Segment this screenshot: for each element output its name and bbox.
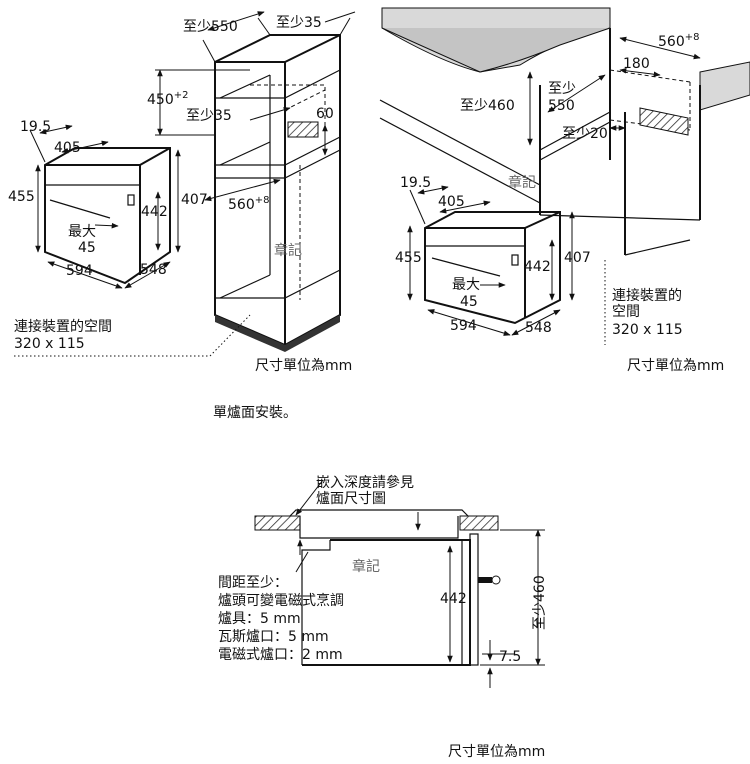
dim-7-5: 7.5 [499, 649, 521, 665]
oven-r-442: 442 [524, 259, 551, 275]
dim-min-460-section: 至少460 [532, 575, 548, 630]
worktop-right [459, 515, 499, 531]
oven-405: 405 [54, 140, 81, 156]
label-min-550-b: 550 [548, 98, 575, 114]
oven-max: 最大 [68, 224, 96, 240]
oven-r-45: 45 [460, 294, 478, 310]
gap-title: 間距至少： [218, 575, 288, 591]
gap-line-2: 爐具：5 mm [218, 611, 301, 627]
label-min-550-a: 至少 [548, 81, 576, 97]
oven-r-594: 594 [450, 318, 477, 334]
oven-407: 407 [181, 192, 208, 208]
unit-note-left: 尺寸單位為mm [255, 358, 352, 374]
gap-line-1: 爐頭可變電磁式烹調 [218, 592, 344, 609]
label-60: 60 [316, 106, 334, 122]
vent-hatch [287, 121, 319, 138]
caption-single-hob: 單爐面安裝。 [213, 405, 297, 421]
oven-right: 19.5 405 455 442 407 最大 45 594 548 [395, 175, 591, 336]
section-diagram: 嵌入深度請參見 爐面尺寸圖 章記 間距至少： 爐頭可變電磁式烹調 爐具：5 mm… [218, 475, 548, 688]
oven-442: 442 [141, 204, 168, 220]
oven-19-5: 19.5 [20, 119, 51, 135]
oven-548: 548 [140, 262, 167, 278]
oven-r-max: 最大 [452, 277, 480, 293]
conn-right-3: 320 x 115 [612, 322, 683, 338]
oven-r-407: 407 [564, 250, 591, 266]
worktop-left [254, 515, 301, 531]
oven-r-405: 405 [438, 194, 465, 210]
gap-line-3: 瓦斯爐口：5 mm [218, 629, 329, 645]
label-560-right: 560+8 [658, 32, 699, 50]
label-gap-min-35: 至少35 [186, 108, 232, 124]
conn-space-label: 連接裝置的空間 [14, 318, 112, 335]
note-embed-depth: 嵌入深度請參見 [316, 475, 414, 491]
unit-note-right: 尺寸單位為mm [627, 358, 724, 374]
stamp-mark: 章記 [274, 242, 302, 259]
oven-r-455: 455 [395, 250, 422, 266]
oven-r-548: 548 [525, 320, 552, 336]
unit-note-bottom: 尺寸單位為mm [448, 744, 545, 760]
tall-cabinet-diagram: 至少550 至少35 450+2 至少35 60 560+8 章記 [147, 11, 356, 352]
oven-left: 19.5 405 455 442 407 最大 45 594 548 [8, 119, 208, 289]
vent-hatch-right [639, 107, 689, 136]
conn-right-1: 連接裝置的 [612, 287, 682, 304]
label-depth-min: 至少550 [183, 19, 238, 35]
oven-594: 594 [66, 263, 93, 279]
gap-line-4: 電磁式爐口：2 mm [218, 647, 343, 663]
under-counter-diagram: 560+8 180 至少460 至少 550 至少20 章記 [379, 7, 750, 256]
label-560: 560+8 [228, 195, 269, 213]
conn-space-size: 320 x 115 [14, 336, 85, 352]
oven-r-19-5: 19.5 [400, 175, 431, 191]
stamp-mark-bottom: 章記 [352, 558, 380, 575]
note-hob-dims: 爐面尺寸圖 [316, 491, 386, 507]
label-180: 180 [623, 56, 650, 72]
stamp-mark-right: 章記 [508, 174, 536, 191]
oven-455: 455 [8, 189, 35, 205]
label-min-20: 至少20 [562, 126, 608, 142]
conn-right-2: 空間 [612, 304, 640, 320]
dim-442-section: 442 [440, 591, 467, 607]
label-side-min: 至少35 [276, 15, 322, 31]
oven-45: 45 [78, 240, 96, 256]
label-min-460: 至少460 [460, 98, 515, 114]
label-450: 450+2 [147, 90, 188, 108]
